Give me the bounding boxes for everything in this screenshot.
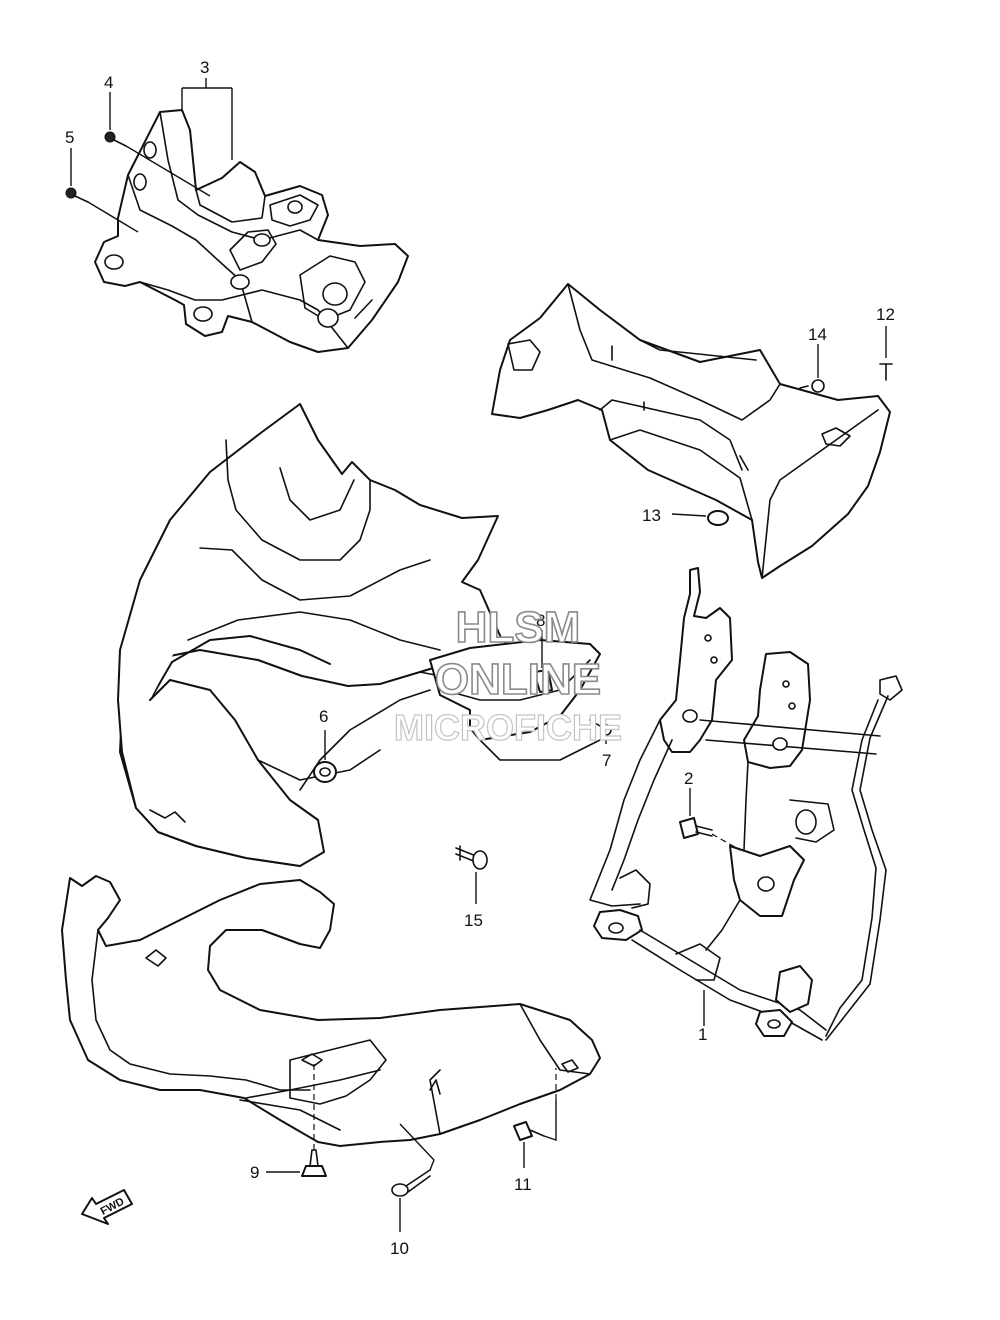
callout-15: 15 <box>464 911 483 930</box>
part-3-leader <box>181 78 233 160</box>
part-2-bolt <box>679 788 741 851</box>
watermark-line-3: MICROFICHE <box>394 707 622 748</box>
callout-labels: 3 4 5 12 14 13 8 6 7 2 15 1 9 11 10 <box>65 58 895 1258</box>
part-1-frame-stay <box>589 567 903 1041</box>
part-14-nut <box>799 344 825 393</box>
watermark: HLSM ONLINE MICROFICHE <box>393 602 622 748</box>
part-5-screw <box>65 148 139 233</box>
part-7-screw <box>589 719 612 744</box>
callout-14: 14 <box>808 325 827 344</box>
watermark-line-1: HLSM <box>456 603 581 652</box>
inner-cover-right <box>491 283 891 579</box>
part-8-clip <box>533 630 553 693</box>
part-10-screw <box>391 1123 435 1232</box>
callout-6: 6 <box>319 707 328 726</box>
part-15-bolt <box>455 845 488 904</box>
part-4-screw <box>104 92 211 197</box>
upper-cowl <box>117 403 517 867</box>
part-13-grommet <box>671 510 729 526</box>
part-12-screw <box>879 326 893 381</box>
callout-8: 8 <box>536 611 545 630</box>
part-9-rivet <box>266 1064 327 1177</box>
callout-11: 11 <box>514 1175 532 1194</box>
callout-9: 9 <box>250 1163 259 1182</box>
callout-12: 12 <box>876 305 895 324</box>
part-3-bracket <box>94 109 409 353</box>
fwd-arrow-icon: FWD <box>81 1189 133 1225</box>
callout-10: 10 <box>390 1239 409 1258</box>
watermark-line-2: ONLINE <box>435 655 601 704</box>
callout-5: 5 <box>65 128 74 147</box>
callout-13: 13 <box>642 506 661 525</box>
part-11-clip <box>513 1068 557 1168</box>
callout-7: 7 <box>602 751 611 770</box>
callout-1: 1 <box>698 1025 707 1044</box>
callout-3: 3 <box>200 58 209 77</box>
lower-cowl <box>61 875 601 1147</box>
callout-2: 2 <box>684 769 693 788</box>
part-6-grommet <box>313 730 337 783</box>
callout-4: 4 <box>104 73 113 92</box>
mid-side-panel <box>299 639 601 791</box>
